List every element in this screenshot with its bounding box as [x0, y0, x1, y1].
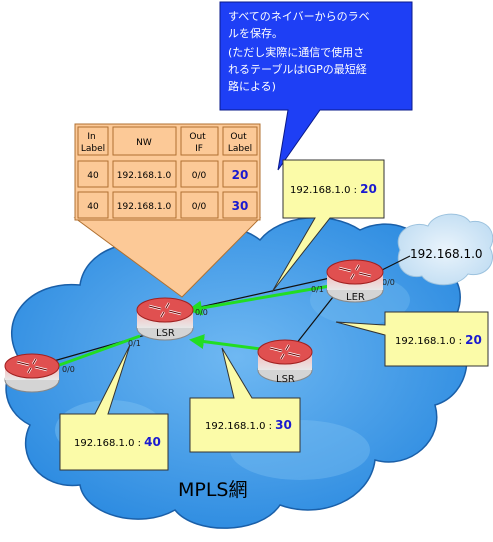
- callout-right: 192.168.1.0 : 20: [335, 311, 489, 367]
- callout-left: 192.168.1.0 : 40: [59, 344, 169, 471]
- router-lsr-bottom: LSR: [257, 339, 313, 385]
- router-ler-label: LER: [346, 292, 365, 303]
- router-lsr-center: LSR: [136, 297, 194, 341]
- table-cell-in-label: 40: [87, 171, 99, 181]
- path-ler-to-lsr: [187, 284, 331, 316]
- table-cell-in-label: 40: [87, 202, 99, 212]
- router-ler: LER: [326, 259, 384, 303]
- table-cell-out-if: 0/0: [192, 202, 207, 212]
- svg-text:192.168.1.0 : 40: 192.168.1.0 : 40: [74, 435, 161, 449]
- iface-lsr-center-lower: 0/1: [128, 339, 141, 348]
- router-lsr-bottom-label: LSR: [276, 374, 295, 385]
- mpls-cloud-label: MPLS網: [178, 479, 248, 501]
- destination-network-label: 192.168.1.0: [410, 247, 483, 261]
- svg-text:192.168.1.0 : 20: 192.168.1.0 : 20: [395, 333, 482, 347]
- destination-cloud: 192.168.1.0: [397, 213, 493, 286]
- path-lsr-bottom-to-lsr: [189, 334, 269, 352]
- table-header-nw: NW: [136, 138, 152, 148]
- callout-top: 192.168.1.0 : 20: [271, 159, 385, 293]
- table-cell-out-label: 30: [232, 199, 249, 213]
- router-lsr-center-label: LSR: [156, 328, 175, 339]
- table-cell-nw: 192.168.1.0: [117, 202, 172, 212]
- table-row: 40 192.168.1.0 0/0 20: [87, 168, 248, 182]
- label-table: In Label NW Out IF Out Label 40 192.168.…: [74, 123, 261, 221]
- svg-text:192.168.1.0 : 30: 192.168.1.0 : 30: [205, 418, 292, 432]
- table-cell-out-if: 0/0: [192, 171, 207, 181]
- interface-labels: 0/1 0/0 0/0 0/1 0/0: [62, 278, 395, 374]
- note-callout: すべてのネイバーからのラベ ルを保存。 (ただし実際に通信で使用さ れるテーブル…: [219, 1, 413, 171]
- note-text: すべてのネイバーからのラベ ルを保存。 (ただし実際に通信で使用さ れるテーブル…: [228, 10, 373, 93]
- callout-middle: 192.168.1.0 : 30: [189, 347, 301, 453]
- iface-lsr-center-right: 0/0: [195, 308, 208, 317]
- table-row: 40 192.168.1.0 0/0 30: [87, 199, 248, 213]
- table-header-out-label: Out Label: [228, 132, 252, 154]
- table-header-in-label: In Label: [81, 132, 105, 154]
- svg-text:192.168.1.0 : 20: 192.168.1.0 : 20: [290, 182, 377, 196]
- table-cell-nw: 192.168.1.0: [117, 171, 172, 181]
- iface-ler-in: 0/1: [311, 285, 324, 294]
- table-header-out-if: Out IF: [189, 132, 208, 154]
- table-cell-out-label: 20: [232, 168, 249, 182]
- router-left: [4, 353, 60, 393]
- iface-left-router: 0/0: [62, 365, 75, 374]
- iface-ler-out: 0/0: [382, 278, 395, 287]
